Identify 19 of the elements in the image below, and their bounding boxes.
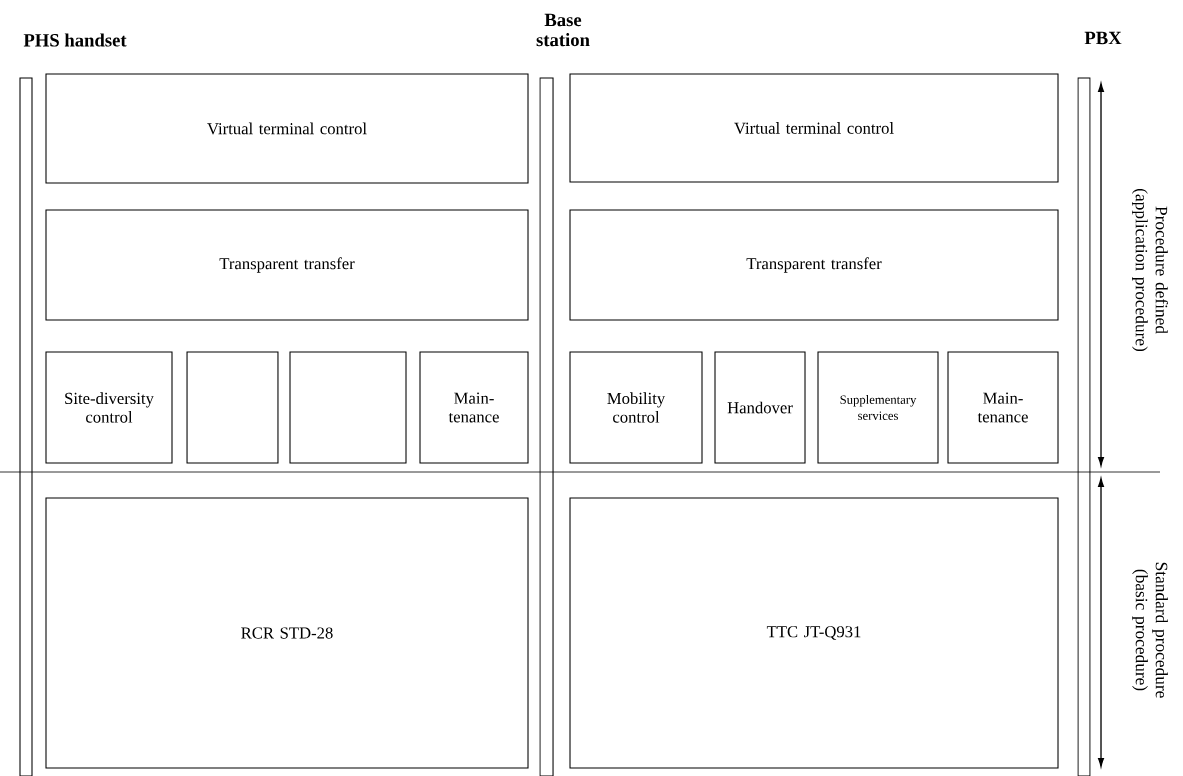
layer-box: Supplementary services	[817, 351, 939, 464]
range-label: Procedure defined (application procedure)	[1132, 188, 1168, 352]
layer-box: Virtual terminal control	[569, 73, 1059, 183]
column-heading: Base station	[536, 13, 590, 47]
layer-box: Main- tenance	[419, 351, 529, 464]
range-label: Standard procedure (basic procedure)	[1132, 562, 1168, 698]
layer-box: Mobility control	[569, 351, 703, 464]
column-heading: PHS handset	[23, 33, 127, 47]
layer-box: Handover	[714, 351, 806, 464]
empty-box	[186, 351, 279, 464]
layer-box: Transparent transfer	[45, 209, 529, 321]
layer-box: Site-diversity control	[45, 351, 173, 464]
layer-box: Transparent transfer	[569, 209, 1059, 321]
layer-box: RCR STD-28	[45, 497, 529, 769]
column-heading: PBX	[1084, 31, 1122, 45]
layer-box: Main- tenance	[947, 351, 1059, 464]
layer-box: TTC JT-Q931	[569, 497, 1059, 769]
layer-box: Virtual terminal control	[45, 73, 529, 184]
empty-box	[289, 351, 407, 464]
